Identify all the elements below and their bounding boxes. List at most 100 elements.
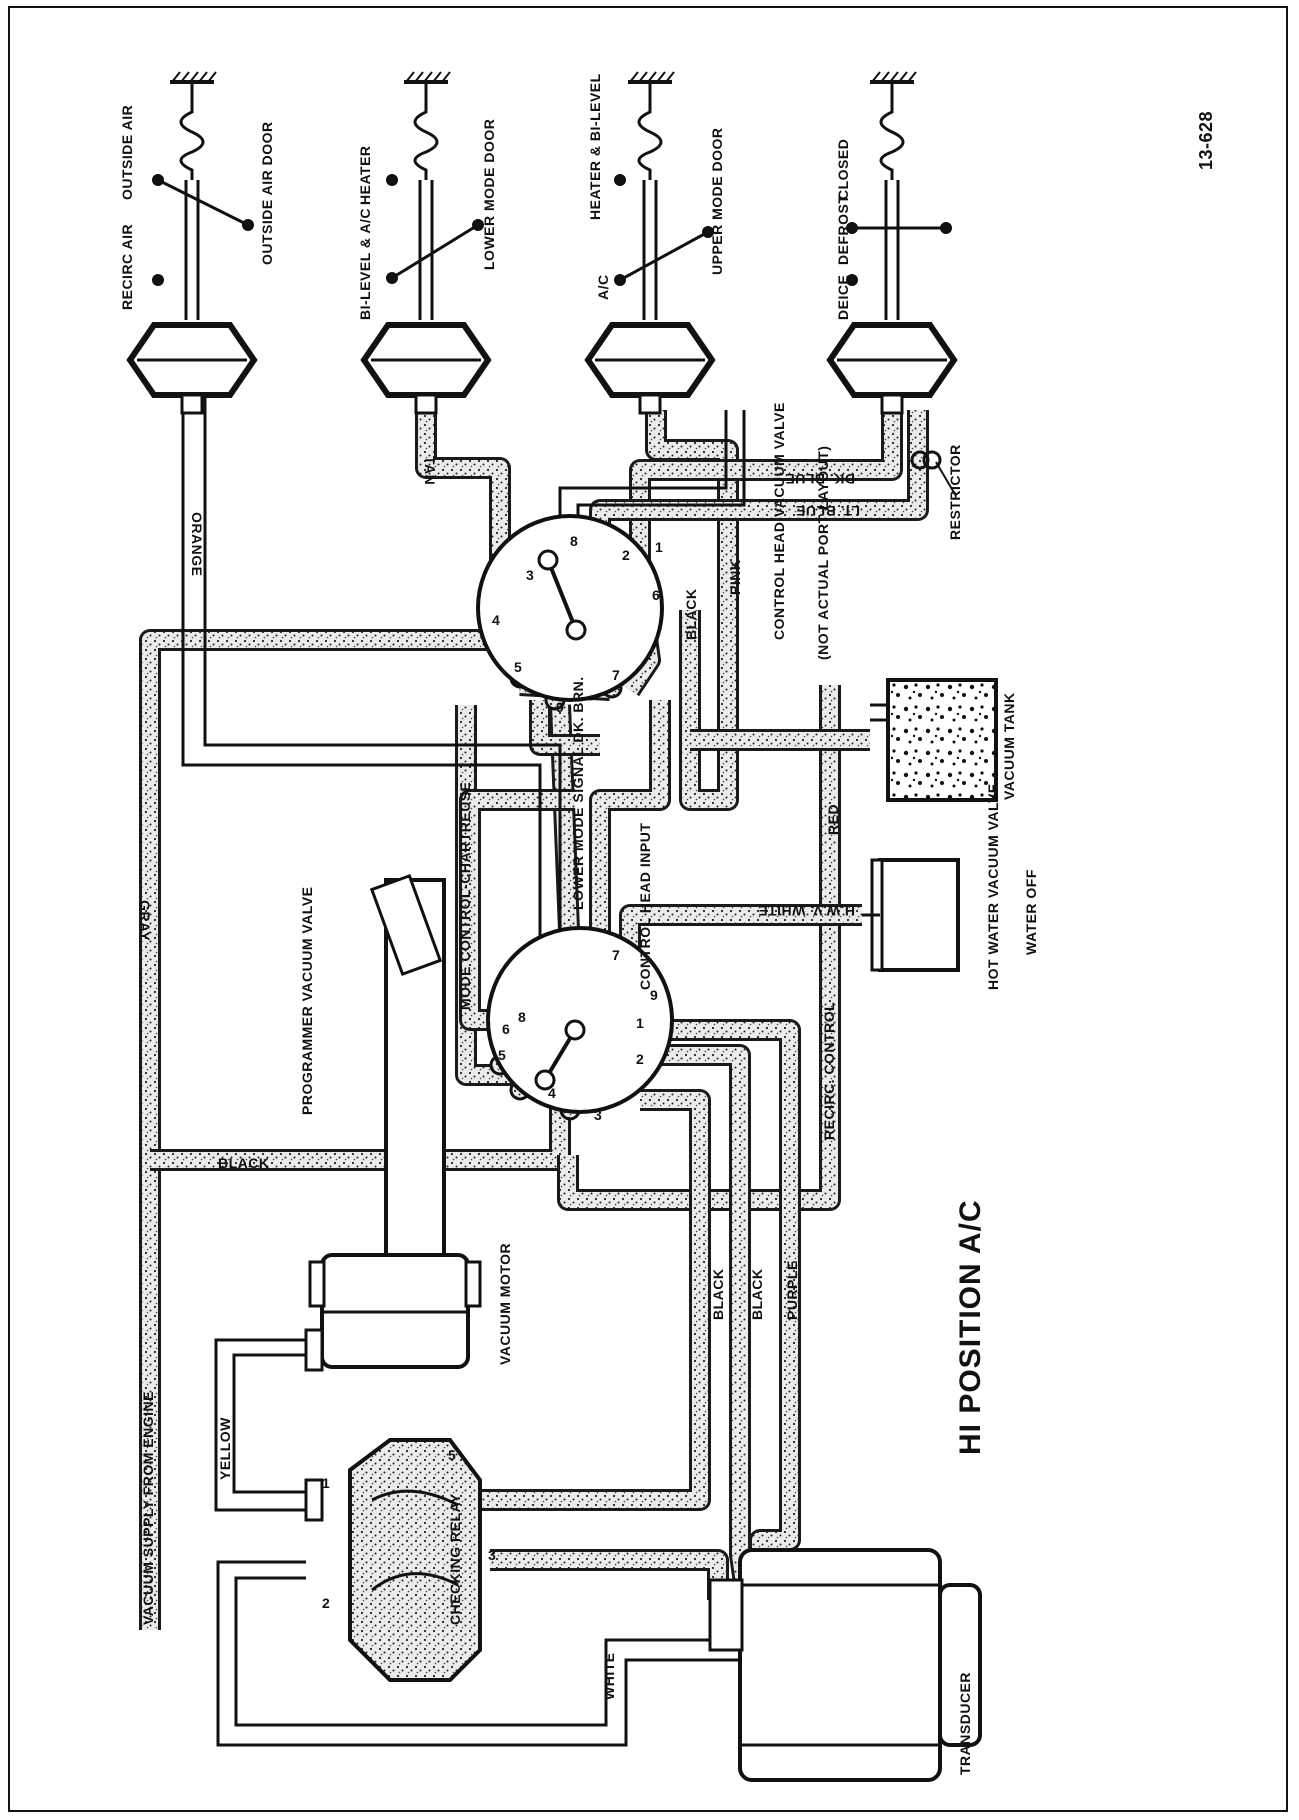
ch-port-2: 2 (622, 547, 630, 563)
label-control-head-valve: CONTROL HEAD VACUUM VALVE (771, 402, 787, 640)
door-assembly-2 (360, 71, 492, 415)
hose-label-black-ch: BLACK (683, 589, 699, 641)
label-recirc-air: RECIRC AIR (119, 224, 135, 310)
hose-pink (645, 410, 739, 811)
hose-label-control-head-input: CONTROL HEAD INPUT (637, 823, 653, 990)
hose-ch-input (589, 700, 671, 1000)
hose-label-lt-blue: LT. BLUE (796, 503, 860, 519)
label-bi-level-ac: BI-LEVEL & A/C (357, 208, 373, 320)
vacuum-motor (308, 1253, 482, 1369)
label-vacuum-tank: VACUUM TANK (1001, 692, 1017, 800)
hose-label-orange: ORANGE (189, 512, 205, 576)
ch-port-4: 4 (492, 612, 500, 628)
label-defrost: DEFROST (835, 195, 851, 265)
ch-port-6: 6 (652, 587, 660, 603)
label-heater-bilevel: HEATER & BI-LEVEL (587, 73, 603, 220)
diagram-title: HI POSITION A/C (954, 1199, 987, 1455)
door-lever (619, 230, 709, 282)
checking-relay (304, 1328, 482, 1682)
relay-port-3: 3 (488, 1547, 496, 1563)
label-outside-air: OUTSIDE AIR (119, 105, 135, 200)
hose-black-supply (150, 1085, 571, 1171)
hose-label-black-low2: BLACK (749, 1269, 765, 1321)
programmer-vacuum-valve (369, 873, 674, 1262)
label-vacuum-supply: VACUUM SUPPLY FROM ENGINE (140, 1391, 156, 1625)
hose-label-mode-control: MODE CONTROL-CHARTREUSE (457, 782, 473, 1011)
label-water-off: WATER OFF (1023, 869, 1039, 955)
relay-port-2: 2 (322, 1595, 330, 1611)
door-position-dot (940, 222, 952, 234)
hose-label-yellow: YELLOW (217, 1417, 233, 1480)
pg-port-2: 2 (636, 1051, 644, 1067)
hose-label-lower-mode-signal: LOWER MODE SIGNAL DK. BRN. (570, 676, 586, 910)
labels: 13-628 HI POSITION A/C RECIRC AIR OUTSID… (119, 73, 1216, 1775)
pg-port-6: 6 (502, 1021, 510, 1037)
pg-port-9: 9 (650, 987, 658, 1003)
label-lower-mode-door: LOWER MODE DOOR (481, 119, 497, 270)
ch-port-8: 8 (570, 533, 578, 549)
pg-port-1: 1 (636, 1015, 644, 1031)
label-ac: A/C (595, 274, 611, 300)
ch-port-1: 1 (655, 539, 663, 555)
label-transducer: TRANSDUCER (957, 1672, 973, 1775)
ch-port-5: 5 (514, 659, 522, 675)
hose-label-tan: TAN (422, 456, 438, 485)
door-position-dot (472, 219, 484, 231)
pg-port-7: 7 (612, 947, 620, 963)
control-head-vacuum-valve (476, 514, 664, 702)
door-position-dot (846, 274, 858, 286)
transducer (708, 1548, 982, 1782)
door-position-dot (242, 219, 254, 231)
door-position-dot (702, 226, 714, 238)
label-closed: CLOSED (835, 139, 851, 200)
diagram-frame (8, 6, 1288, 1812)
label-programmer-valve: PROGRAMMER VACUUM VALVE (299, 887, 315, 1116)
pg-port-3: 3 (594, 1107, 602, 1123)
label-restrictor: RESTRICTOR (947, 444, 963, 540)
hose-label-hwv-white: H.W.V. WHITE (758, 903, 855, 919)
pg-port-4: 4 (548, 1085, 556, 1101)
diagram-id: 13-628 (1196, 111, 1216, 170)
hose-label-black-low1: BLACK (710, 1269, 726, 1321)
hose-label-dk-blue: DK. BLUE (785, 471, 855, 487)
plain-hoses (181, 380, 800, 1747)
hose-label-white: WHITE (601, 1652, 617, 1700)
label-hot-water-valve: HOT WATER VACUUM VALVE (985, 783, 1001, 990)
ch-port-3: 3 (526, 567, 534, 583)
restrictor (910, 450, 957, 497)
label-vacuum-motor: VACUUM MOTOR (497, 1243, 513, 1365)
door-position-dot (152, 174, 164, 186)
ch-port-9: 9 (556, 699, 564, 715)
hose-black-3 (468, 1089, 711, 1511)
label-heater: HEATER (357, 145, 373, 205)
door-position-dot (614, 174, 626, 186)
door-position-dot (152, 274, 164, 286)
pg-port-5: 5 (498, 1047, 506, 1063)
vacuum-tank (870, 678, 998, 802)
door-position-dot (614, 274, 626, 286)
hose-relay-3 (490, 1549, 729, 1600)
hose-label-pink: PINK (727, 560, 743, 595)
door-position-dot (386, 272, 398, 284)
door-assemblies (126, 71, 958, 415)
hose-label-recirc-control: RECIRC. CONTROL (821, 1002, 837, 1140)
ch-port-7: 7 (612, 667, 620, 683)
relay-port-5: 5 (448, 1447, 456, 1463)
label-outside-air-door: OUTSIDE AIR DOOR (259, 121, 275, 265)
label-deice: DEICE (835, 275, 851, 320)
label-checking-relay: CHECKING RELAY (447, 1493, 463, 1625)
door-lever (391, 223, 479, 280)
pg-port-8: 8 (518, 1009, 526, 1025)
door-assembly-4 (826, 71, 958, 415)
hose-label-purple: PURPLE (784, 1260, 800, 1320)
hose-label-red: RED (825, 804, 841, 835)
hose-label-gray: GRAY (137, 900, 153, 941)
door-assembly-1 (126, 71, 258, 415)
door-assembly-3 (584, 71, 716, 415)
door-position-dot (386, 174, 398, 186)
hose-prog-top (459, 789, 575, 1031)
label-not-actual-layout: (NOT ACTUAL PORT LAYOUT) (815, 446, 831, 660)
door-lever (157, 178, 249, 227)
relay-port-1: 1 (322, 1475, 330, 1491)
